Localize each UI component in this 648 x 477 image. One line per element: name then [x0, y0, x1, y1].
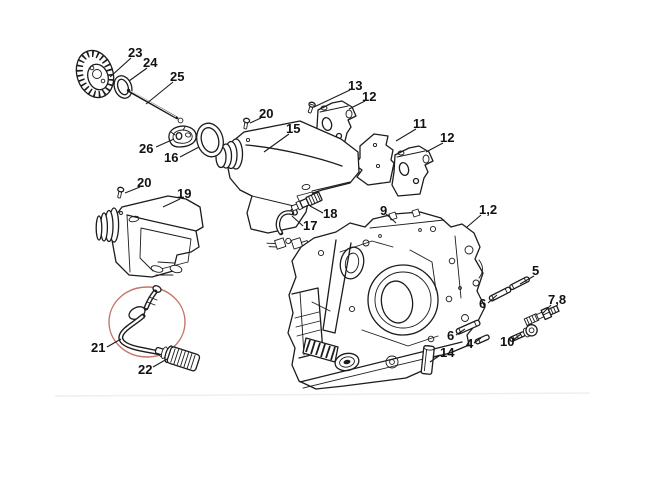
leader-13 — [313, 89, 351, 108]
callout-19: 19 — [177, 186, 192, 201]
callout-12-left: 12 — [362, 89, 377, 104]
callout-9: 9 — [380, 203, 388, 218]
part-18-decompression-plug-drawing — [290, 191, 323, 212]
part-5-stud-drawing — [509, 276, 530, 291]
leader-20-lower — [124, 186, 141, 194]
leader-15 — [263, 133, 290, 153]
leader-22 — [152, 358, 168, 368]
part-20-upper-screw-drawing — [242, 117, 251, 130]
leader-5 — [519, 275, 535, 285]
part-7-8-spring-and-plug-drawing — [523, 305, 560, 326]
leader-16 — [179, 146, 200, 158]
callout-15: 15 — [286, 121, 301, 136]
callout-18: 18 — [323, 206, 338, 221]
callout-20-lower: 20 — [137, 175, 152, 190]
leader-20-upper — [249, 117, 262, 124]
callout-1-2: 1,2 — [479, 202, 498, 217]
part-21-highlight-circle — [108, 286, 186, 358]
part-19-fuel-tank-drawing — [95, 195, 204, 278]
part-21-fuel-hose-drawing — [118, 285, 168, 358]
part-17-impulse-hose-drawing — [266, 208, 309, 250]
callout-20-upper: 20 — [259, 106, 274, 121]
part-23-fuel-cap-drawing — [75, 49, 115, 99]
leader-17 — [291, 215, 304, 227]
leader-12-right — [425, 142, 444, 153]
callout-4: 4 — [466, 336, 474, 351]
callout-22: 22 — [138, 362, 153, 377]
leader-24 — [128, 67, 148, 82]
leader-4 — [473, 337, 482, 344]
part-12-right-shield-drawing — [391, 145, 434, 197]
callout-16: 16 — [164, 150, 179, 165]
leader-19 — [162, 198, 181, 208]
leader-6-upper — [487, 294, 498, 304]
part-26-retainer-bracket-drawing — [168, 125, 197, 148]
callout-6-lower: 6 — [447, 328, 455, 343]
leader-12-left — [348, 100, 366, 110]
part-13-screw-drawing — [307, 101, 316, 114]
callout-12-right: 12 — [440, 130, 455, 145]
leader-6-lower — [455, 328, 466, 336]
callout-5: 5 — [532, 263, 540, 278]
part-24-cap-gasket-drawing — [113, 75, 133, 99]
part-20-lower-screw-drawing — [117, 186, 125, 199]
callout-14: 14 — [440, 345, 455, 360]
leader-18 — [309, 205, 324, 214]
callout-21: 21 — [91, 340, 106, 355]
leader-lines — [106, 57, 552, 368]
callout-7-8: 7,8 — [548, 292, 567, 307]
faint-divider-line — [54, 392, 591, 397]
part-4-pin-drawing — [474, 334, 490, 345]
leader-23 — [109, 57, 132, 78]
leader-1-2 — [466, 214, 482, 228]
callout-10: 10 — [500, 334, 515, 349]
callout-17: 17 — [303, 218, 318, 233]
part-25-cap-retainer-drawing — [126, 88, 184, 124]
part-1-2-crankcase-drawing — [287, 208, 486, 390]
leader-21 — [106, 338, 122, 348]
callout-25: 25 — [170, 69, 185, 84]
part-11-heat-shield-plate-drawing — [354, 133, 395, 186]
leader-11 — [395, 128, 417, 142]
part-16-oring-drawing — [196, 122, 224, 158]
part-15-handle-housing-drawing — [215, 120, 360, 234]
leader-9 — [385, 213, 397, 224]
callout-24: 24 — [143, 55, 158, 70]
leader-10 — [512, 333, 522, 341]
part-22-fuel-filter-drawing — [154, 345, 201, 372]
callout-11: 11 — [413, 116, 427, 131]
callout-13: 13 — [348, 78, 363, 93]
leader-25 — [145, 81, 174, 105]
leader-7-8 — [541, 304, 552, 315]
callout-23: 23 — [128, 45, 143, 60]
callout-6-upper: 6 — [479, 296, 487, 311]
callout-26: 26 — [139, 141, 154, 156]
leader-26 — [155, 138, 175, 148]
leader-14 — [429, 355, 440, 363]
